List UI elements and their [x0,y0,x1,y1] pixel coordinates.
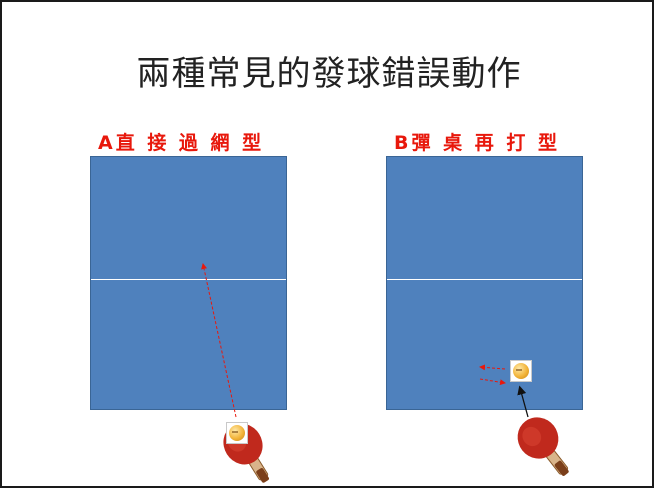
bounce-arrow-1 [479,364,506,371]
trajectory-a-arrow [201,263,237,418]
paddle-icon [517,417,569,476]
panel-a-label: A直 接 過 網 型 [98,132,265,154]
hit-arrow-b [517,385,529,418]
bounce-arrow-2 [479,378,506,386]
panel-b-label: B彈 桌 再 打 型 [394,132,560,154]
table-a [90,156,287,410]
ping-pong-ball-icon [510,360,532,382]
ping-pong-ball-icon [226,422,248,444]
slide-title: 兩種常見的發球錯誤動作 [136,54,522,94]
table-a-net [91,279,286,280]
table-b-net [387,279,582,280]
